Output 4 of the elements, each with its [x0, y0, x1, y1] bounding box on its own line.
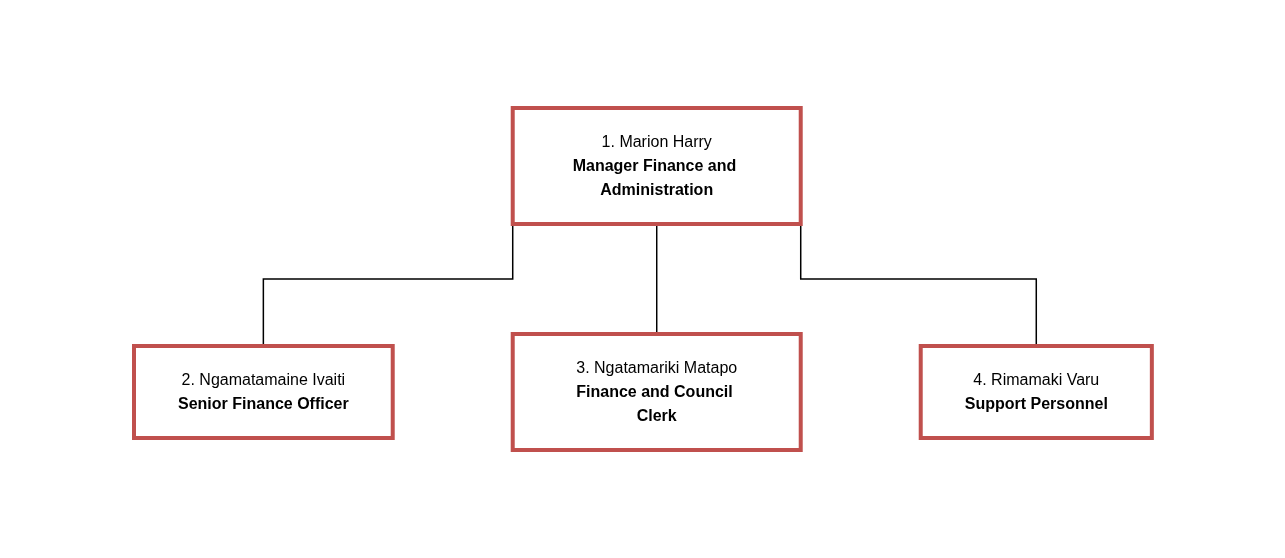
node-box: 3. Ngatamariki Matapo Finance and Council Clerk — [510, 332, 803, 452]
node-box: 4. Rimamaki Varu Support Personnel — [918, 344, 1154, 440]
node-box: 2. Ngamatamaine Ivaiti Senior Finance Officer — [131, 344, 395, 440]
node-box: 1. Marion Harry Manager Finance and Administration — [510, 106, 803, 226]
